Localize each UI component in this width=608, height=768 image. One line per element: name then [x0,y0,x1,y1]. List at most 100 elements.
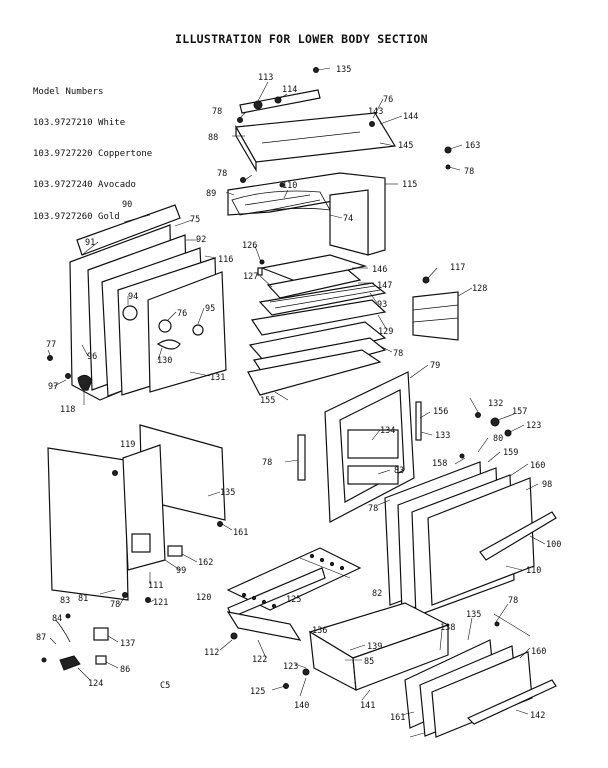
part-number-label: 142 [530,711,545,721]
part-number-label: 83 [394,466,404,476]
model-number-line: 103.9727210 White [33,118,126,129]
part-number-label: 125 [286,595,301,605]
model-number-line: 103.9727240 Avocado [33,180,136,191]
part-number-label: 127 [243,272,258,282]
part-number-label: 143 [368,107,383,117]
part-number-label: 123 [283,662,298,672]
part-number-label: 161 [390,713,405,723]
part-number-label: 87 [36,633,46,643]
part-number-label: 89 [206,189,216,199]
part-number-label: 80 [493,434,503,444]
part-number-label: 130 [157,356,172,366]
part-number-label: 81 [78,594,88,604]
part-number-label: 78 [212,107,222,117]
side-panel-assembly [47,204,227,401]
part-number-label: 155 [260,396,275,406]
part-number-label: 112 [204,648,219,658]
part-number-label: 110 [526,566,541,576]
part-number-label: 160 [531,647,546,657]
part-number-label: 116 [218,255,233,265]
part-number-label: 118 [60,405,75,415]
model-number-line: 103.9727260 Gold [33,211,120,222]
part-number-label: 78 [217,169,227,179]
part-number-label: 100 [546,540,561,550]
part-number-label: 128 [472,284,487,294]
part-number-label: 123 [526,421,541,431]
part-number-label: 78 [262,458,272,468]
part-number-label: 120 [196,593,211,603]
part-number-label: 94 [128,292,138,302]
part-number-label: 133 [435,431,450,441]
part-number-label: 135 [220,488,235,498]
model-numbers-heading: Model Numbers [33,86,104,97]
part-number-label: 95 [205,304,215,314]
part-number-label: 134 [380,426,395,436]
part-number-label: 135 [466,610,481,620]
part-number-label: 145 [398,141,413,151]
part-number-label: 85 [364,657,374,667]
rack-rail-assembly [412,276,459,341]
part-number-label: 129 [378,327,393,337]
part-number-label: 117 [450,263,465,273]
part-number-label: 163 [465,141,480,151]
oven-rack-stack [247,254,387,396]
part-number-label: 156 [433,407,448,417]
part-number-label: 96 [87,352,97,362]
part-number-label: 78 [393,349,403,359]
part-number-label: 91 [85,238,95,248]
part-number-label: 75 [190,215,200,225]
part-number-label: 90 [122,200,132,210]
part-number-label: 126 [242,241,257,251]
part-number-label: 78 [368,504,378,514]
part-number-label: 79 [430,361,440,371]
part-number-label: 136 [312,626,327,636]
part-number-label: 88 [208,133,218,143]
part-number-label: 132 [488,399,503,409]
part-number-label: 121 [153,598,168,608]
part-number-label: 82 [372,589,382,599]
part-number-label: 84 [52,614,62,624]
lower-side-panel-assembly [47,424,226,601]
part-number-label: 86 [120,665,130,675]
drawer-front-panels [404,613,557,738]
bottom-drawer-assembly [226,547,450,692]
part-number-label: 110 [282,181,297,191]
sheet-code: C5 [160,681,170,691]
part-number-label: 147 [377,281,392,291]
part-number-label: 99 [176,566,186,576]
model-numbers-block: Model Numbers 103.9727210 White 103.9727… [33,66,152,233]
part-number-label: 157 [512,407,527,417]
part-number-label: 158 [432,459,447,469]
part-number-label: 162 [198,558,213,568]
part-number-label: 161 [233,528,248,538]
part-number-label: 78 [464,167,474,177]
part-number-label: 76 [383,95,393,105]
oven-door-panels [384,412,557,617]
part-number-label: 114 [282,85,297,95]
part-number-label: 131 [210,373,225,383]
part-number-label: 119 [120,440,135,450]
part-number-label: 113 [258,73,273,83]
part-number-label: 146 [372,265,387,275]
part-number-label: 141 [360,701,375,711]
part-number-label: 135 [336,65,351,75]
part-number-label: 98 [542,480,552,490]
part-number-label: 137 [120,639,135,649]
oven-cavity-top [227,172,386,256]
part-number-label: 76 [177,309,187,319]
model-number-line: 103.9727220 Coppertone [33,149,153,160]
part-number-label: 125 [250,687,265,697]
oven-door-frame [297,371,422,523]
part-number-label: 93 [377,300,387,310]
part-number-label: 78 [508,596,518,606]
part-number-label: 139 [367,642,382,652]
part-number-label: 78 [110,600,120,610]
leader-lines [47,67,546,738]
part-number-label: 83 [60,596,70,606]
part-number-label: 77 [46,340,56,350]
part-number-label: 122 [252,655,267,665]
part-number-label: 92 [196,235,206,245]
part-number-label: 140 [294,701,309,711]
